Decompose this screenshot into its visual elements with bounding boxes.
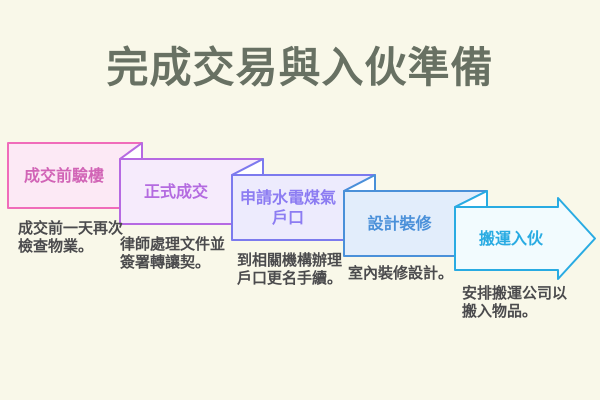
page-title: 完成交易與入伙準備	[106, 43, 494, 92]
step-1-description: 成交前一天再次 檢查物業。	[18, 219, 124, 255]
step-5-description: 安排搬運公司以 搬入物品。	[462, 284, 568, 320]
step-4-description: 室內裝修設計。	[348, 264, 454, 282]
step-5-arrow	[454, 197, 596, 280]
step-3-description: 到相關機構辦理 戶口更名手續。	[237, 251, 343, 287]
step-2-description: 律師處理文件並 簽署轉讓契。	[120, 235, 226, 271]
